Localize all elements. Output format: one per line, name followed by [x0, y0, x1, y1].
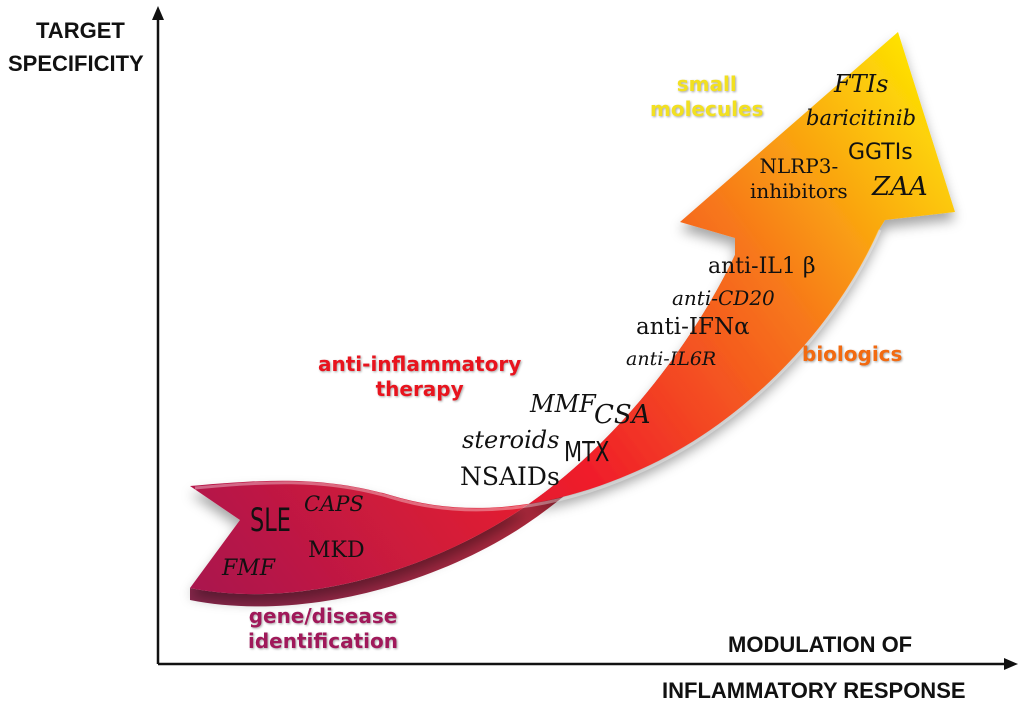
arrow-highlight — [194, 229, 882, 512]
x-axis-title-line1: MODULATION OF — [728, 632, 913, 657]
label-fmf: FMF — [222, 556, 276, 581]
category-anti-inflammatory: anti-inflammatory therapy — [318, 352, 521, 402]
label-steroids: steroids — [462, 426, 560, 454]
y-axis-title-line1: TARGET — [36, 18, 125, 43]
label-zaa: ZAA — [872, 172, 928, 202]
curved-arrow — [190, 32, 955, 595]
category-anti-line1: anti-inflammatory — [318, 352, 522, 376]
category-small-line2: molecules — [650, 97, 764, 121]
category-gene-identification: gene/disease identification — [248, 604, 398, 654]
x-axis-title-line2: INFLAMMATORY RESPONSE — [662, 678, 966, 703]
x-axis-arrowhead — [1004, 658, 1018, 670]
label-caps: CAPS — [304, 492, 364, 516]
label-nsaids: NSAIDs — [460, 462, 560, 491]
label-nlrp3-line2: inhibitors — [750, 179, 848, 203]
label-ggtis: GGTIs — [848, 140, 913, 165]
category-anti-line2: therapy — [375, 377, 464, 401]
label-anti-ifna: anti-IFNα — [636, 314, 750, 340]
y-axis-title: TARGET SPECIFICITY — [8, 14, 144, 80]
label-ftis: FTIs — [834, 70, 889, 98]
label-mmf: MMF — [530, 390, 596, 418]
category-small-molecules: small molecules — [650, 72, 763, 122]
label-anti-il1b: anti-IL1 β — [708, 254, 816, 279]
label-mtx: MTX — [564, 435, 610, 468]
axes — [152, 6, 1018, 670]
y-axis-title-line2: SPECIFICITY — [8, 51, 144, 76]
label-mkd: MKD — [308, 538, 365, 563]
category-biologics: biologics — [802, 342, 903, 366]
category-small-line1: small — [676, 72, 737, 96]
category-gene-line2: identification — [248, 629, 398, 653]
label-anti-il6r: anti-IL6R — [626, 348, 717, 370]
label-sle: SLE — [250, 501, 291, 539]
label-csa: CSA — [594, 400, 651, 430]
label-anti-cd20: anti-CD20 — [672, 286, 775, 310]
y-axis-arrowhead — [152, 6, 164, 20]
category-gene-line1: gene/disease — [248, 604, 398, 628]
label-nlrp3-inhibitors: NLRP3- inhibitors — [750, 154, 848, 204]
label-nlrp3-line1: NLRP3- — [759, 154, 839, 178]
label-baricitinib: baricitinib — [806, 106, 917, 130]
